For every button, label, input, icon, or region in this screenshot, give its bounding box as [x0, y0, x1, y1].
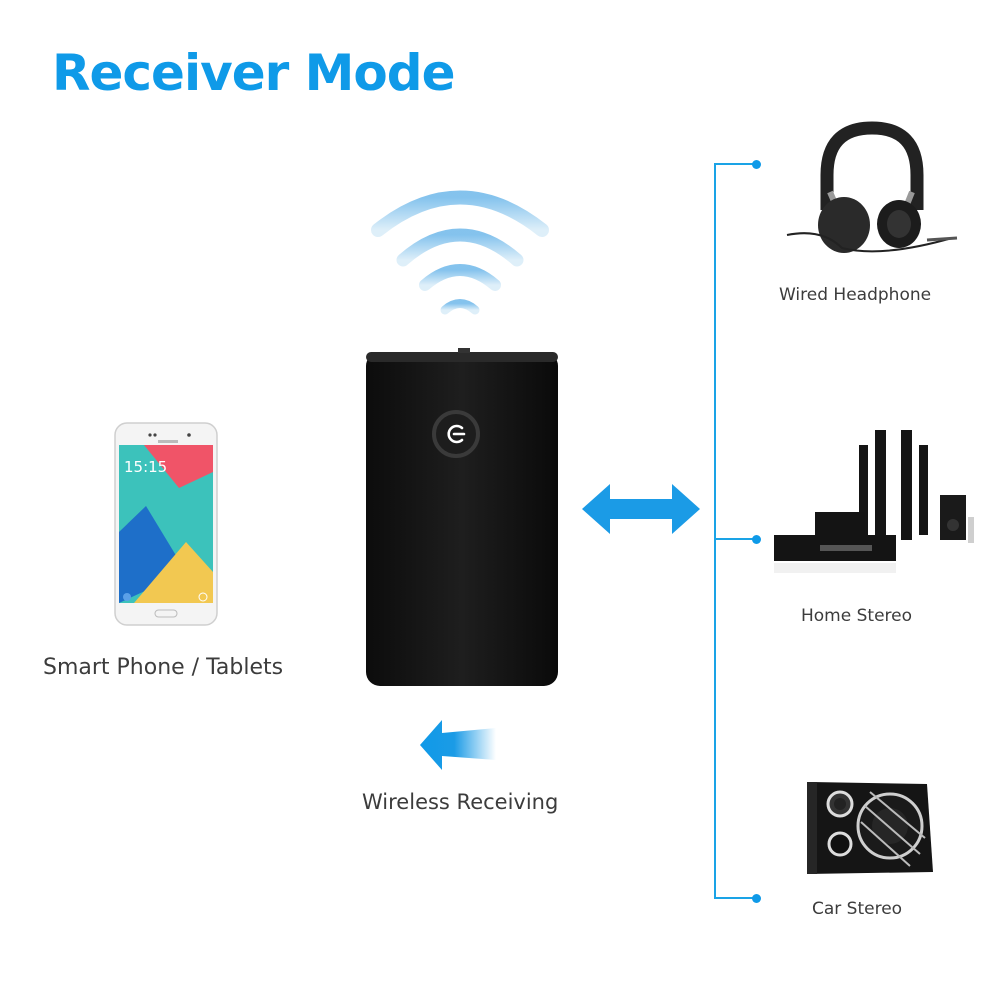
- arrow-left-icon: [420, 718, 500, 772]
- connector-dot: [752, 160, 761, 169]
- bluetooth-receiver-icon: [362, 348, 562, 690]
- page-title: Receiver Mode: [52, 44, 455, 102]
- headphone-icon: [782, 120, 962, 260]
- car-subwoofer-icon: [805, 778, 935, 878]
- output-bus-line: [714, 163, 716, 899]
- connector-home-stereo: [714, 538, 756, 540]
- power-icon: [447, 424, 466, 444]
- connector-headphone: [714, 163, 756, 165]
- smartphone-icon: 15:15: [114, 422, 218, 626]
- phone-clock: 15:15: [124, 458, 167, 476]
- double-arrow-icon: [582, 480, 700, 538]
- smartphone-label: Smart Phone / Tablets: [43, 655, 284, 680]
- wireless-signal-icon: [370, 185, 550, 325]
- power-button[interactable]: [438, 416, 474, 452]
- car-stereo-label: Car Stereo: [812, 899, 903, 919]
- connector-dot: [752, 535, 761, 544]
- connector-dot: [752, 894, 761, 903]
- wired-headphone-label: Wired Headphone: [779, 285, 932, 305]
- wireless-receiving-label: Wireless Receiving: [362, 790, 559, 814]
- home-stereo-icon: [770, 425, 980, 575]
- home-stereo-label: Home Stereo: [801, 606, 912, 626]
- connector-car-stereo: [714, 897, 756, 899]
